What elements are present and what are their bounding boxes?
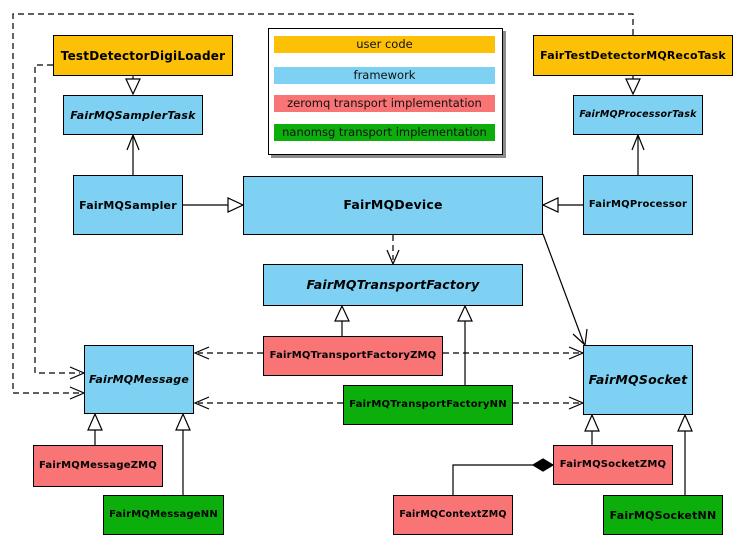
node-fairmqsocketzmq: FairMQSocketZMQ [553,445,673,485]
edge-tfzmq-message-dependency [193,346,263,360]
class-name-label: FairMQMessageNN [109,509,218,520]
edge-socketnn-socket-inheritance [677,413,693,495]
edge-tfnn-message-dependency [193,396,343,410]
class-name-label: FairMQTransportFactoryZMQ [269,350,437,361]
edge-messagezmq-message-inheritance [87,412,103,445]
edge-messagenn-message-inheritance [175,412,191,495]
edge-tfnn-transportfactory-inheritance [457,304,473,385]
class-name-label: FairMQTransportFactoryNN [349,399,507,410]
class-name-label: FairMQDevice [343,197,443,213]
legend-label-user-code: user code [356,36,413,51]
legend-label-framework: framework [353,67,416,82]
class-name-label: FairMQTransportFactory [306,276,480,292]
node-fairmqdevice: FairMQDevice [243,176,543,235]
node-fairmqsampler: FairMQSampler [73,175,183,235]
edge-tfzmq-transportfactory-inheritance [334,304,350,336]
edge-sampler-samplertask-association [126,133,140,175]
class-name-label: FairMQProcessorTask [579,109,697,121]
legend-box: user code framework zeromq transport imp… [268,28,503,155]
edge-processor-device-inheritance [541,197,583,213]
class-name-label: FairMQSocketZMQ [559,459,667,470]
edge-sampler-device-inheritance [183,197,245,213]
edge-socketzmq-socket-inheritance [584,413,600,445]
node-fairmqmessagezmq: FairMQMessageZMQ [33,445,163,487]
class-name-label: FairTestDetectorMQRecoTask [540,49,726,62]
edge-recotask-processortask-inheritance [625,76,641,96]
node-fairtestdetectormqrecotask: FairTestDetectorMQRecoTask [533,35,733,76]
edge-processor-processortask-association [631,133,645,175]
node-fairmqmessage: FairMQMessage [84,345,194,414]
node-testdetectordigiloader: TestDetectorDigiLoader [53,35,233,76]
legend-item-zeromq: zeromq transport implementation [274,95,495,112]
edge-contextzmq-socketzmq-composition [452,458,555,495]
class-name-label: FairMQMessageZMQ [38,460,158,471]
edge-device-socket-association [542,233,588,347]
node-fairmqcontextzmq: FairMQContextZMQ [393,495,513,535]
node-fairmqtransportfactoryzmq: FairMQTransportFactoryZMQ [263,336,443,376]
edge-device-transportfactory-dependency [386,235,400,266]
class-name-label: FairMQProcessor [588,199,688,210]
edge-tfzmq-socket-dependency [443,346,585,360]
class-name-label: TestDetectorDigiLoader [60,48,226,63]
class-name-label: FairMQContextZMQ [399,509,507,521]
node-fairmqprocessortask: FairMQProcessorTask [573,95,703,135]
edge-digiloader-samplertask-inheritance [125,76,141,96]
class-name-label: FairMQSamplerTask [70,108,196,122]
legend-item-user-code: user code [274,36,495,53]
class-name-label: FairMQMessage [88,373,190,386]
legend-item-nanomsg: nanomsg transport implementation [274,124,495,141]
node-fairmqmessagenn: FairMQMessageNN [103,495,224,535]
legend-item-framework: framework [274,67,495,84]
class-name-label: FairMQSocket [588,371,688,387]
node-fairmqtransportfactorynn: FairMQTransportFactoryNN [343,385,513,425]
class-name-label: FairMQSampler [79,198,177,212]
edge-tfnn-socket-dependency [513,396,585,410]
node-fairmqtransportfactory: FairMQTransportFactory [263,264,523,306]
node-fairmqprocessor: FairMQProcessor [583,175,693,235]
class-name-label: FairMQSocketNN [609,508,717,522]
node-fairmqsocketnn: FairMQSocketNN [603,495,723,535]
legend-label-nanomsg: nanomsg transport implementation [282,124,487,139]
node-fairmqsocket: FairMQSocket [583,345,693,415]
legend-label-zeromq: zeromq transport implementation [287,95,482,110]
node-fairmqsamplertask: FairMQSamplerTask [63,95,203,135]
